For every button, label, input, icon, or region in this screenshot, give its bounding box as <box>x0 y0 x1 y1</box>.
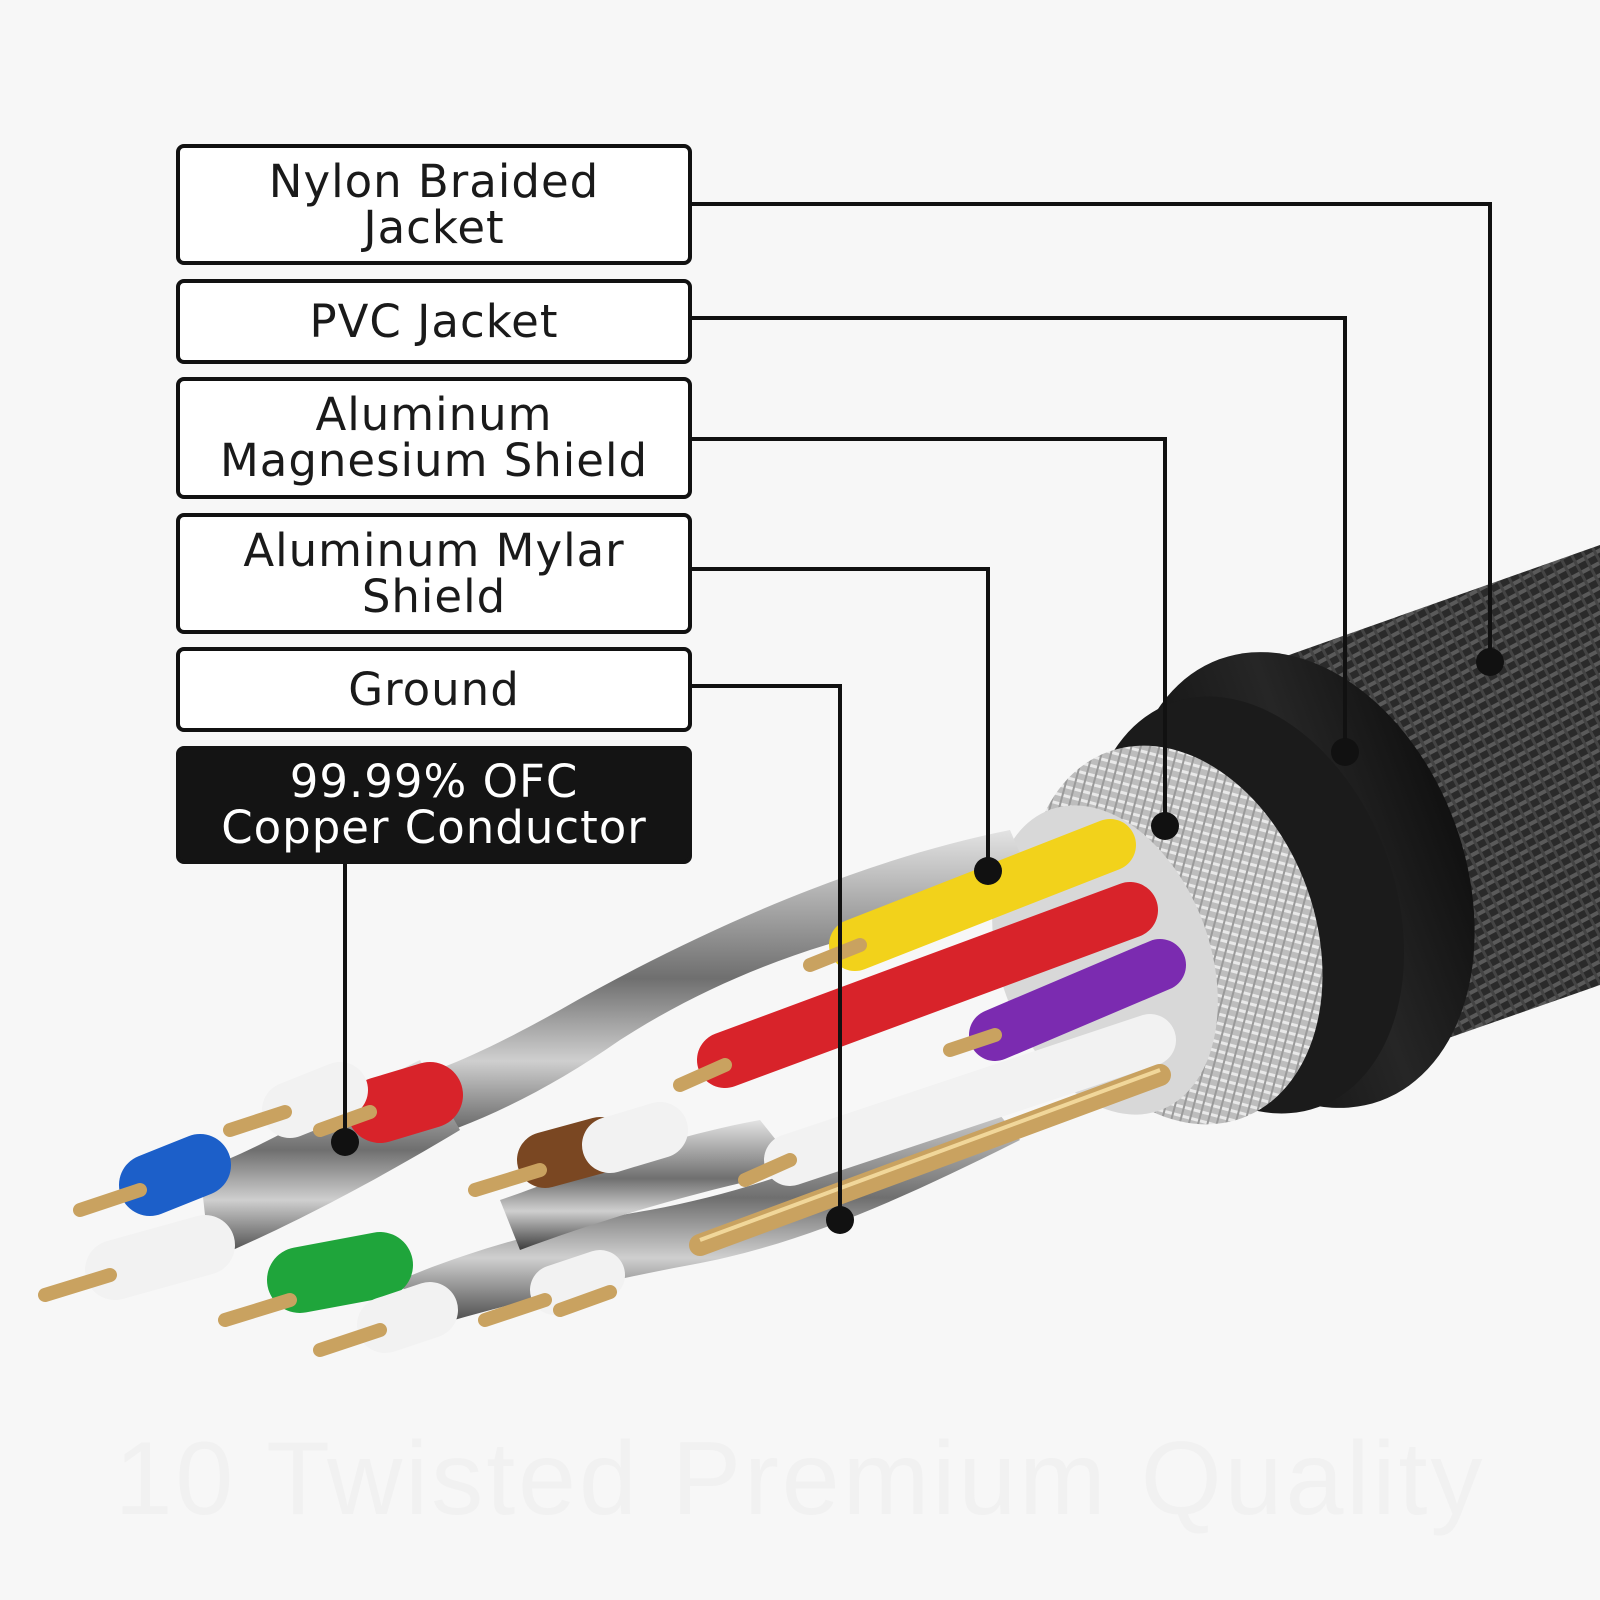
callout-leader-lines <box>343 202 1492 1220</box>
label-aluminum-mylar-shield: Aluminum Mylar Shield <box>176 513 692 634</box>
label-line: Magnesium Shield <box>219 434 649 487</box>
label-line: Nylon Braided <box>268 154 600 208</box>
copper-conductor-ends <box>38 938 1002 1357</box>
callout-dots <box>331 648 1504 1234</box>
label-nylon-braided-jacket: Nylon Braided Jacket <box>176 144 692 265</box>
ground-drain-wire-highlight <box>699 1068 1161 1242</box>
ground-drain-wire <box>689 1064 1171 1256</box>
label-line: Aluminum <box>315 388 553 441</box>
label-line: PVC Jacket <box>309 294 559 348</box>
white-wire <box>764 1014 1176 1186</box>
label-ofc-copper-conductor: 99.99% OFC Copper Conductor <box>176 746 692 864</box>
label-line: Copper Conductor <box>221 801 647 854</box>
white-wire-end-e <box>530 1250 625 1315</box>
mylar-pair-middle <box>500 1120 800 1250</box>
purple-wire <box>969 939 1186 1061</box>
white-wire-end-b <box>85 1215 235 1300</box>
white-wire-end-a <box>262 1062 368 1138</box>
label-ground: Ground <box>176 647 692 732</box>
green-wire <box>267 1232 413 1313</box>
label-line: Ground <box>348 662 520 716</box>
label-line: Jacket <box>363 200 505 254</box>
label-line: Aluminum Mylar <box>243 523 625 577</box>
white-wire-end-d <box>582 1102 688 1173</box>
label-line: Shield <box>361 569 507 623</box>
yellow-wire <box>829 819 1136 971</box>
red-wire-end <box>347 1062 463 1143</box>
label-line: 99.99% OFC <box>289 755 579 808</box>
mylar-pair-upper <box>330 830 1040 1160</box>
label-aluminum-magnesium-shield: Aluminum Magnesium Shield <box>176 377 692 499</box>
faint-tagline: 10 Twisted Premium Quality <box>114 1421 1486 1537</box>
blue-wire <box>119 1134 231 1216</box>
red-wire <box>697 882 1158 1088</box>
label-pvc-jacket: PVC Jacket <box>176 279 692 364</box>
white-wire-end-c <box>357 1282 458 1353</box>
